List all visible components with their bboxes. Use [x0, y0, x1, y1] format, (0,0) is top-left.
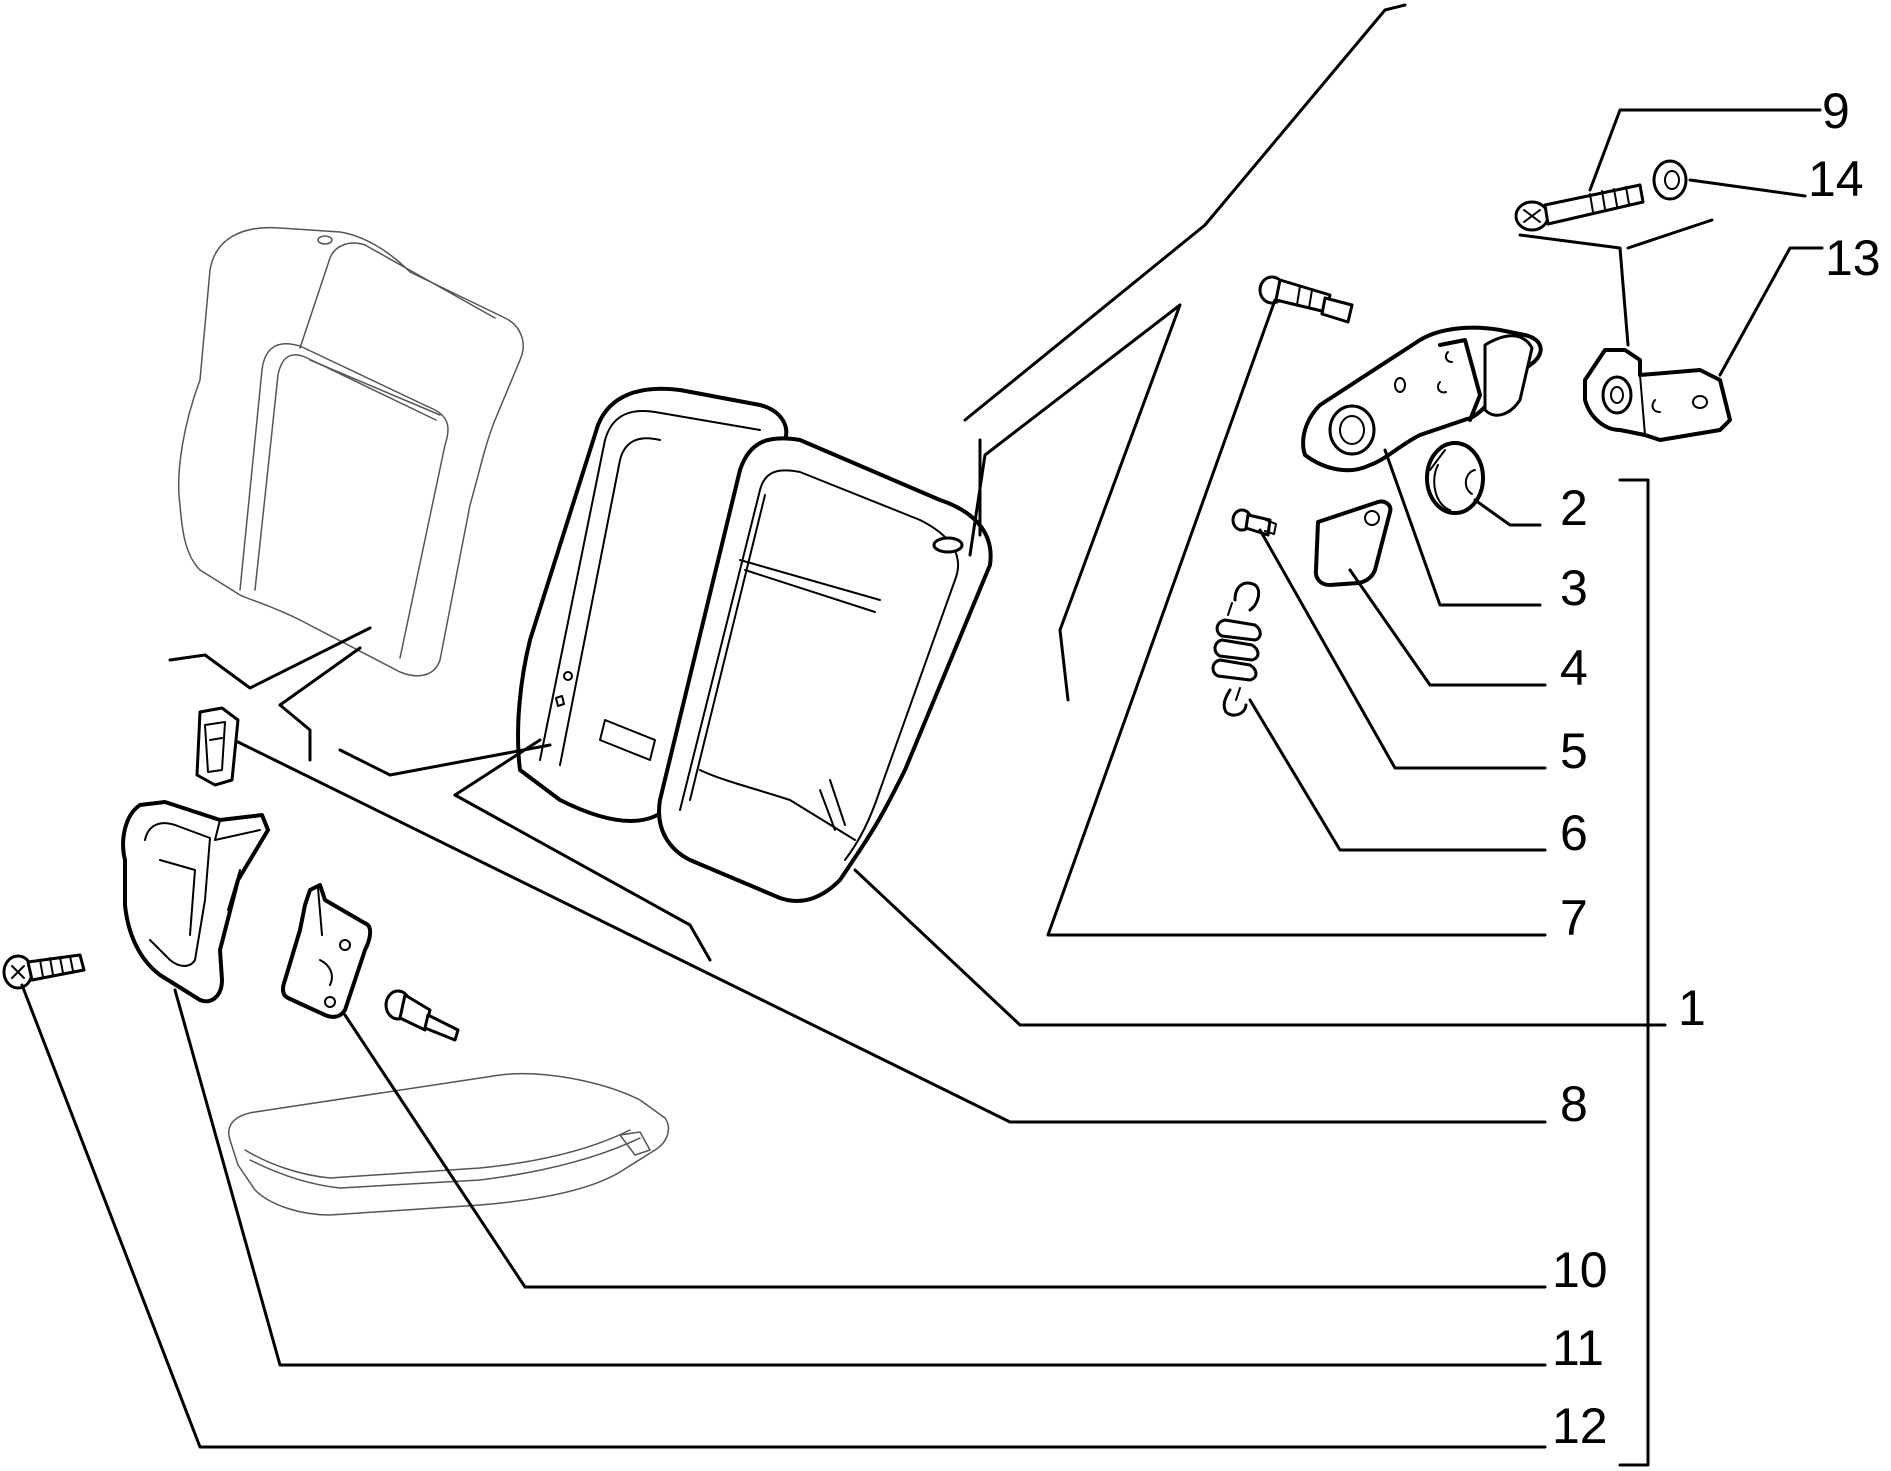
callout-12: 12	[1552, 1398, 1608, 1454]
washer-part-14	[1652, 159, 1688, 201]
hinge-arm-part-3	[1301, 325, 1543, 473]
callout-2: 2	[1560, 480, 1588, 536]
callout-10: 10	[1552, 1242, 1608, 1298]
callout-11: 11	[1552, 1320, 1604, 1376]
leader-2	[1473, 498, 1542, 527]
leader-10	[343, 1013, 1547, 1289]
leader-3	[1383, 448, 1542, 607]
seat-cushion-ghost	[228, 1072, 670, 1216]
leader-11	[173, 988, 1547, 1367]
leader-6	[1248, 698, 1547, 852]
leader-lines	[20, 108, 1824, 1467]
callout-7: 7	[1560, 890, 1588, 946]
callout-8: 8	[1560, 1076, 1588, 1132]
leader-4	[1348, 568, 1547, 687]
spring-part-6	[1211, 581, 1262, 717]
leader-7	[1046, 298, 1547, 937]
leader-1	[853, 868, 1667, 1027]
leader-14	[1688, 178, 1807, 198]
handle-bracket-part-11	[121, 800, 270, 1004]
callout-14: 14	[1808, 151, 1864, 207]
bracket-group-1	[1618, 478, 1650, 1467]
callout-labels: 9 14 13 2 3 4 5 6 7 1 8 10 11 12	[1552, 83, 1881, 1454]
callout-13: 13	[1825, 230, 1881, 286]
seat-back-frame	[516, 386, 993, 903]
callout-1: 1	[1678, 980, 1706, 1036]
callout-5: 5	[1560, 723, 1588, 779]
leader-12	[20, 983, 1547, 1449]
latch-plate-part-10	[281, 883, 373, 1019]
plate-part-4	[1313, 499, 1393, 587]
leader-8	[236, 740, 1547, 1124]
leader-5	[1258, 528, 1547, 770]
small-screw-part-5	[1231, 508, 1277, 537]
bolt-near-latch	[384, 989, 460, 1042]
assembly-guide-lines	[168, 3, 1407, 962]
bolt-part-9	[1514, 183, 1645, 232]
pivot-stud-part-7	[1258, 275, 1354, 324]
callout-3: 3	[1560, 560, 1588, 616]
clip-part-8	[195, 706, 240, 787]
bushing-part-2	[1425, 441, 1485, 515]
callout-6: 6	[1560, 805, 1588, 861]
leader-9	[1588, 108, 1822, 192]
screw-part-12	[2, 953, 86, 990]
callout-9: 9	[1822, 83, 1850, 139]
bracket-part-13	[1583, 348, 1732, 442]
seat-back-cushion-ghost	[177, 226, 524, 677]
leader-13	[1718, 246, 1824, 377]
callout-4: 4	[1560, 640, 1588, 696]
